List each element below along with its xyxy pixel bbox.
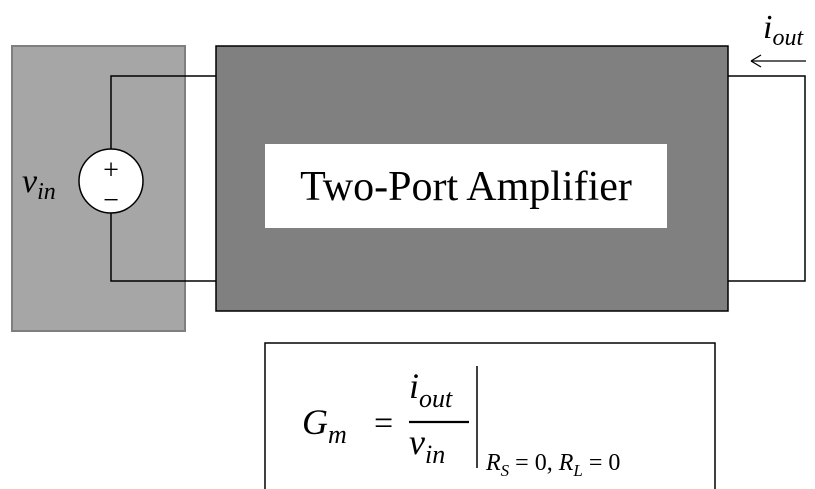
formula-box bbox=[264, 342, 716, 489]
formula-equals: = bbox=[374, 405, 393, 442]
input-wire-bottom bbox=[110, 207, 216, 282]
amplifier-label: Two-Port Amplifier bbox=[300, 164, 632, 210]
source-minus-sign: − bbox=[103, 185, 119, 216]
output-current-arrow-icon bbox=[750, 54, 806, 68]
input-wire-top bbox=[110, 75, 216, 155]
source-plus-sign: + bbox=[103, 155, 119, 186]
formula-numerator: iout bbox=[409, 366, 453, 413]
formula-denominator: vin bbox=[409, 422, 445, 469]
formula-conditions: RS = 0, RL = 0 bbox=[485, 450, 620, 480]
amplifier-label-box bbox=[265, 144, 667, 228]
output-wire bbox=[728, 75, 806, 282]
output-current-label: iout bbox=[763, 9, 804, 51]
source-voltage-label: vin bbox=[22, 163, 56, 205]
voltage-source-icon bbox=[78, 148, 144, 214]
formula-lhs: Gm bbox=[302, 402, 347, 449]
